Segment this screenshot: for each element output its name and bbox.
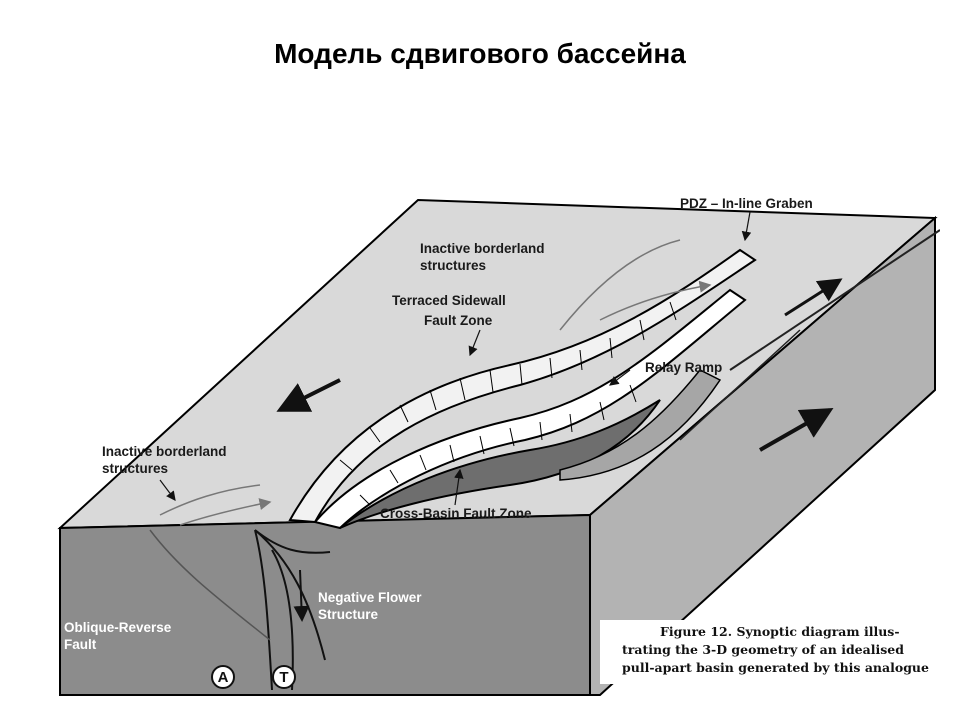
basin-floor — [339, 399, 661, 529]
svg-text:A: A — [218, 669, 229, 686]
label-negative-flower-2: Structure — [318, 607, 379, 622]
slip-arrow-left — [276, 378, 341, 412]
slip-arrow-far-right — [784, 278, 843, 317]
badge-t: T — [272, 665, 296, 689]
inactive-fault-trace-top — [559, 239, 710, 331]
flower-arrow-down — [293, 569, 310, 622]
badge-a: A — [211, 665, 235, 689]
label-negative-flower-1: Negative Flower — [318, 590, 422, 605]
inactive-fault-trace-left — [159, 484, 270, 526]
side-fault-line-2 — [679, 329, 801, 441]
oblique-reverse-fault-line — [149, 529, 271, 641]
slide-title: Модель сдвигового бассейна — [274, 38, 686, 69]
block-side-face — [589, 215, 936, 696]
slip-arrow-right — [759, 408, 834, 452]
label-inactive-left-2: structures — [102, 461, 168, 476]
label-inactive-left-1: Inactive borderland — [102, 444, 227, 459]
label-terraced-2: Fault Zone — [424, 313, 493, 328]
relay-ramp-surface — [559, 369, 722, 481]
caption-line-1: Figure 12. Synoptic diagram illus- — [660, 624, 900, 639]
label-pointers — [159, 211, 752, 506]
label-inactive-top-2: structures — [420, 258, 486, 273]
caption-line-2: trating the 3-D geometry of an idealised — [622, 642, 904, 657]
label-relay-ramp: Relay Ramp — [645, 360, 722, 375]
label-pdz: PDZ – In-line Graben — [680, 196, 813, 211]
label-terraced-1: Terraced Sidewall — [392, 293, 506, 308]
svg-text:T: T — [279, 669, 288, 686]
label-oblique-reverse-1: Oblique-Reverse — [64, 620, 172, 635]
label-inactive-top-1: Inactive borderland — [420, 241, 545, 256]
caption-line-3: pull-apart basin generated by this analo… — [622, 660, 929, 675]
label-cross-basin: Cross-Basin Fault Zone — [380, 506, 532, 521]
label-oblique-reverse-2: Fault — [64, 637, 97, 652]
terraced-sidewall-lower — [313, 288, 747, 530]
negative-flower-structure — [254, 529, 331, 691]
pull-apart-basin-diagram: PDZ – In-line Graben Inactive borderland… — [57, 196, 940, 696]
caption-background — [600, 620, 940, 684]
block-front-face — [59, 513, 591, 696]
terraced-sidewall-upper — [288, 248, 757, 524]
terrace-ticks — [339, 301, 677, 506]
